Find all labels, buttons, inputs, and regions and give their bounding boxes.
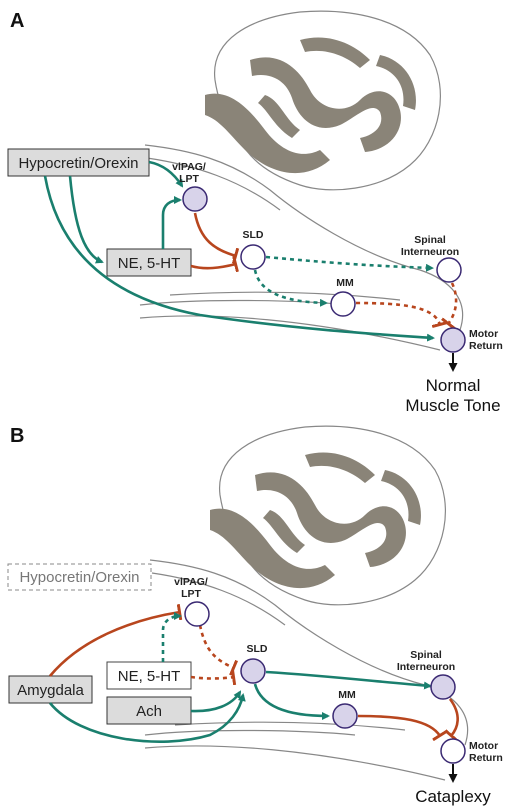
vlpag-label1-a: vlPAG/ <box>172 161 206 173</box>
mm-label-a: MM <box>336 277 354 289</box>
ne-5ht-label-b: NE, 5-HT <box>118 668 181 685</box>
vlpag-node-b: vlPAG/ LPT <box>174 576 210 627</box>
amygdala-box-b: Amygdala <box>8 675 93 704</box>
vlpag-node-a: vlPAG/ LPT <box>172 161 208 212</box>
spinal-label1-a: Spinal <box>414 234 446 246</box>
edge-sld-to-spinal-b <box>265 670 432 690</box>
mm-node-a: MM <box>330 277 356 317</box>
sld-node-b: SLD <box>240 643 268 684</box>
edge-mm-to-motor-a <box>355 301 448 329</box>
edge-sld-to-mm-a <box>253 269 328 307</box>
edge-orexin-to-ne-a <box>68 175 104 264</box>
edge-sld-to-spinal-a <box>265 255 434 272</box>
panel-b: B Hypocretin/Orexin Amygdala NE, <box>7 425 503 806</box>
hypocretin-label-b: Hypocretin/Orexin <box>19 569 139 586</box>
mm-label-b: MM <box>338 689 356 701</box>
sld-label-a: SLD <box>243 229 264 241</box>
edge-ne-to-sld-b <box>190 668 237 686</box>
cerebellum-a <box>205 10 441 191</box>
spinal-node-b: Spinal Interneuron <box>397 649 456 700</box>
outcome-b: Cataplexy <box>415 787 491 806</box>
panel-b-label: B <box>10 425 24 447</box>
mm-node-b: MM <box>332 689 358 729</box>
spinal-label2-a: Interneuron <box>401 246 459 258</box>
edge-ne-to-vlpag-b <box>161 612 182 662</box>
hypocretin-box-b-faded: Hypocretin/Orexin <box>7 563 152 591</box>
brainstem-outline-b <box>144 559 469 781</box>
panel-a: A Hypocretin/Orexin NE, 5-HT <box>7 10 503 415</box>
brainstem-outline-a <box>139 144 464 351</box>
edge-sld-to-mm-b <box>253 683 330 720</box>
motor-label2-b: Return <box>469 752 503 764</box>
edge-spinal-to-motor-b <box>444 698 459 743</box>
edge-vlpag-to-sld-b <box>198 624 239 676</box>
edge-amygdala-to-vlpag-b <box>49 603 183 677</box>
ach-label-b: Ach <box>136 703 162 720</box>
edge-ach-to-sld-b <box>190 690 242 713</box>
hypocretin-box-a: Hypocretin/Orexin <box>7 148 150 177</box>
edge-orexin-to-motor-a <box>43 175 435 342</box>
edge-ne-to-sld-a <box>190 255 239 273</box>
amygdala-label-b: Amygdala <box>17 682 84 699</box>
edge-vlpag-to-sld-a <box>193 212 240 264</box>
motor-label2-a: Return <box>469 340 503 352</box>
cerebellum-b <box>210 425 446 606</box>
motor-label1-b: Motor <box>469 740 498 752</box>
edge-spinal-to-motor-a <box>441 282 458 330</box>
spinal-label2-b: Interneuron <box>397 661 455 673</box>
edge-ne-to-vlpag-a <box>161 196 182 249</box>
hypocretin-label-a: Hypocretin/Orexin <box>18 155 138 172</box>
sld-label-b: SLD <box>247 643 268 655</box>
motor-node-b: Motor Return <box>440 738 503 764</box>
motor-node-a: Motor Return <box>440 327 503 353</box>
ne-5ht-box-b: NE, 5-HT <box>106 661 192 690</box>
spinal-label1-b: Spinal <box>410 649 442 661</box>
panel-a-label: A <box>10 10 24 32</box>
vlpag-label2-a: LPT <box>179 173 199 185</box>
motor-label1-a: Motor <box>469 328 498 340</box>
edge-orexin-to-vlpag-a <box>148 160 184 188</box>
spinal-node-a: Spinal Interneuron <box>401 234 462 283</box>
edge-mm-to-motor-b <box>357 714 448 742</box>
ach-box-b: Ach <box>106 696 192 725</box>
vlpag-label2-b: LPT <box>181 588 201 600</box>
outcome-line1-a: Normal <box>426 376 481 395</box>
outcome-line2-a: Muscle Tone <box>405 396 500 415</box>
ne-5ht-box-a: NE, 5-HT <box>106 248 192 277</box>
ne-5ht-label-a: NE, 5-HT <box>118 255 181 272</box>
edge-amygdala-to-sld-b <box>48 693 246 743</box>
vlpag-label1-b: vlPAG/ <box>174 576 208 588</box>
sld-node-a: SLD <box>240 229 266 270</box>
